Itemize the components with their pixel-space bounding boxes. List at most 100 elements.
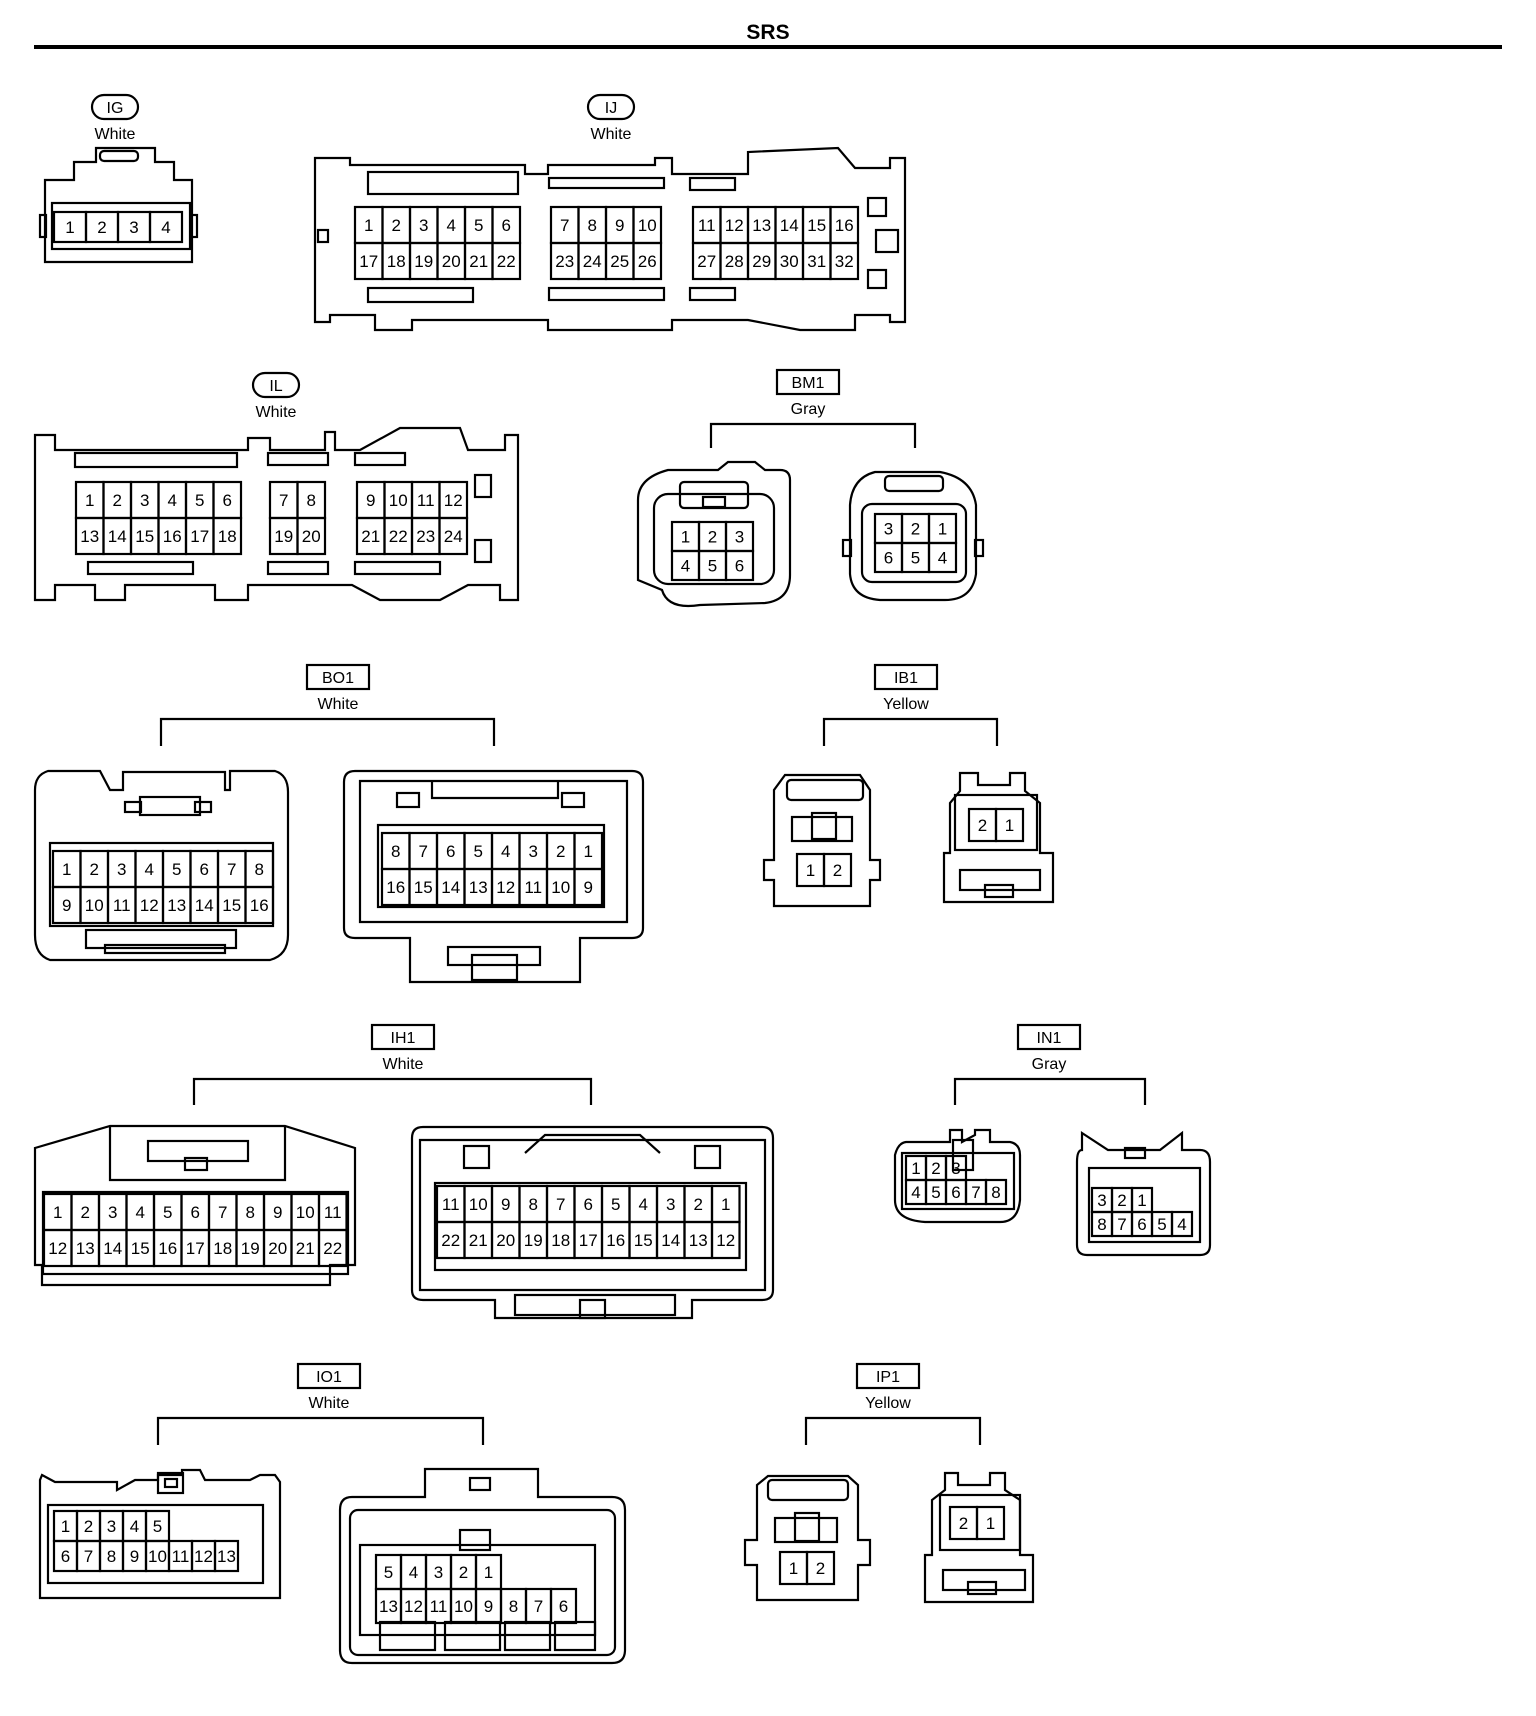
pin-number: 8: [391, 842, 400, 861]
housing-part: [103, 943, 227, 955]
pin-cell: [296, 516, 327, 556]
pin-number: 6: [1137, 1215, 1146, 1234]
pin-number: 8: [588, 216, 597, 235]
pin-number: 7: [560, 216, 569, 235]
connector-ij: [313, 146, 907, 332]
connector-in1-right: [1075, 1130, 1212, 1257]
pin-number: 7: [279, 491, 288, 510]
pin-number: 4: [136, 1203, 145, 1222]
housing-part: [773, 1516, 839, 1544]
pin-number: 30: [780, 252, 799, 271]
view-bracket: [709, 422, 917, 448]
housing-latch: [430, 780, 560, 800]
pin-cell: [975, 1505, 1006, 1541]
pin-number: 24: [444, 527, 463, 546]
pin-number: 3: [666, 1195, 675, 1214]
housing-part: [883, 474, 945, 493]
connector-color: White: [256, 404, 297, 421]
housing-latch: [524, 1133, 661, 1154]
pin-number: 3: [529, 842, 538, 861]
housing-outline: [342, 769, 645, 984]
pin-number: 7: [1117, 1215, 1126, 1234]
connector-code-badge: [305, 663, 371, 691]
pin-number: 2: [90, 860, 99, 879]
pin-number: 1: [61, 1517, 70, 1536]
housing-outline: [418, 1138, 767, 1292]
housing-outline: [923, 1471, 1035, 1604]
pin-cell: [805, 1550, 836, 1586]
housing-part: [973, 538, 985, 558]
pin-cell: [148, 210, 184, 244]
housing-part: [366, 286, 475, 304]
pin-number: 14: [780, 216, 799, 235]
housing-part: [1123, 1146, 1147, 1160]
connector-bo1-left: [33, 769, 290, 962]
pin-number: 2: [459, 1563, 468, 1582]
housing-part: [433, 1181, 748, 1272]
pin-number: 29: [752, 252, 771, 271]
housing-part: [473, 538, 493, 564]
housing-outline: [38, 1468, 282, 1600]
pin-number: 2: [816, 1559, 825, 1578]
pin-number: 1: [986, 1514, 995, 1533]
pin-number: 3: [129, 218, 138, 237]
pin-number: 2: [84, 1517, 93, 1536]
pin-number: 9: [501, 1195, 510, 1214]
housing-outline: [33, 426, 520, 602]
housing-part: [348, 1508, 617, 1657]
pin-number: 7: [218, 1203, 227, 1222]
pin-number: 6: [559, 1597, 568, 1616]
pin-number: 23: [416, 527, 435, 546]
pin-number: 17: [190, 527, 209, 546]
pin-number: 4: [938, 549, 947, 568]
housing-part: [189, 213, 199, 239]
connector-code-badge: [775, 368, 841, 396]
housing-part: [900, 1151, 1016, 1211]
housing-part: [547, 176, 666, 190]
pin-number: 13: [80, 527, 99, 546]
housing-outline: [893, 1128, 1022, 1224]
pin-number: 7: [534, 1597, 543, 1616]
pin-number: 1: [681, 528, 690, 547]
pin-number: 16: [250, 896, 269, 915]
housing-part: [468, 1476, 492, 1492]
pin-number: 2: [97, 218, 106, 237]
pin-number: 6: [191, 1203, 200, 1222]
pin-number: 15: [131, 1239, 150, 1258]
pin-cell: [724, 549, 755, 582]
pin-number: 12: [725, 216, 744, 235]
view-bracket: [804, 1416, 982, 1445]
pin-number: 13: [217, 1547, 236, 1566]
pin-number: 13: [167, 896, 186, 915]
housing-part: [470, 953, 519, 982]
housing-part: [473, 473, 493, 499]
pin-number: 15: [222, 896, 241, 915]
housing-outline: [848, 470, 978, 602]
pin-number: 10: [551, 878, 570, 897]
connector-ib1-left: [762, 773, 882, 908]
pin-cell: [317, 1228, 348, 1268]
pin-number: 1: [806, 861, 815, 880]
pin-number: 13: [469, 878, 488, 897]
housing-outline: [338, 1467, 627, 1665]
pin-number: 1: [53, 1203, 62, 1222]
pin-number: 8: [255, 860, 264, 879]
connector-color: White: [591, 126, 632, 143]
housing-part: [688, 176, 737, 192]
housing-part: [941, 1568, 1027, 1592]
housing-part: [266, 451, 330, 467]
pin-number: 13: [752, 216, 771, 235]
page-title: SRS: [746, 21, 789, 44]
view-bracket: [159, 717, 496, 746]
pin-number: 7: [227, 860, 236, 879]
connector-code: BO1: [322, 670, 354, 687]
